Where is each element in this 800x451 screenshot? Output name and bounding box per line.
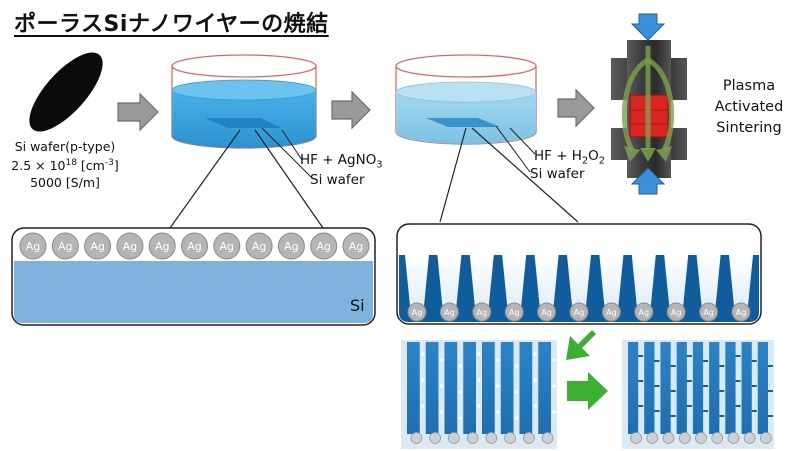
beaker-2-solution-label: HF + H2O2 xyxy=(534,148,605,167)
ag-particle-label: Ag xyxy=(284,240,299,253)
ag-particle-label: Ag xyxy=(123,240,138,253)
si-wafer-disc xyxy=(29,52,103,132)
nanowire xyxy=(407,342,425,444)
beaker-2-wafer xyxy=(426,118,500,127)
beaker-1 xyxy=(171,54,317,149)
process-arrow-3 xyxy=(557,88,595,128)
nanowire xyxy=(425,342,444,444)
nanowire xyxy=(628,342,644,444)
nanowire xyxy=(463,342,481,444)
etch-pore: Ag xyxy=(631,255,656,322)
etch-pore: Ag xyxy=(696,255,721,322)
ag-particle-label: Ag xyxy=(252,240,267,253)
sintering-label: Plasma Activated Sintering xyxy=(714,78,784,136)
ag-particle: Ag xyxy=(342,232,370,260)
beaker-1-wafer xyxy=(205,118,282,128)
etch-pore: Ag xyxy=(469,255,494,322)
ag-particle-label: Ag xyxy=(703,308,714,317)
etch-pore: Ag xyxy=(437,255,462,322)
page-title: ポーラスSiナノワイヤーの焼結 xyxy=(14,12,329,37)
ag-particle: Ag xyxy=(213,232,241,260)
beaker-1-wafer-label: Si wafer xyxy=(310,172,365,188)
ag-particle-label: Ag xyxy=(220,240,235,253)
sintering-apparatus xyxy=(611,13,687,195)
ag-particle: Ag xyxy=(116,232,144,260)
wafer-doping: 2.5 × 1018 [cm-3] xyxy=(11,158,119,174)
etch-pore: Ag xyxy=(405,255,429,322)
etch-pore: Ag xyxy=(599,255,624,322)
process-arrow-1 xyxy=(117,92,159,132)
ag-particle-label: Ag xyxy=(90,240,105,253)
ag-particle-label: Ag xyxy=(187,240,202,253)
ag-particle-label: Ag xyxy=(477,308,488,317)
zoom-box-right: Ag Ag Ag Ag Ag Ag Ag Ag Ag Ag Ag xyxy=(396,223,762,325)
ag-particle-label: Ag xyxy=(639,308,650,317)
ag-particle: Ag xyxy=(245,232,273,260)
ag-particle-label: Ag xyxy=(671,308,682,317)
nanowire xyxy=(644,342,660,444)
si-substrate-label-left: Si xyxy=(350,296,365,315)
ag-particle-label: Ag xyxy=(412,308,423,317)
wafer-spec-label: Si wafer(p-type) 2.5 × 1018 [cm-3] 5000 … xyxy=(6,138,124,191)
nanowire xyxy=(538,342,556,444)
pressure-arrow-bottom xyxy=(630,167,666,195)
nanowire xyxy=(757,342,773,444)
si-substrate-label-right: Si xyxy=(732,258,747,277)
wafer-conductivity: 5000 [S/m] xyxy=(30,175,100,191)
ag-particle-label: Ag xyxy=(26,240,41,253)
beaker-2-wafer-label: Si wafer xyxy=(530,166,585,182)
ag-particle-label: Ag xyxy=(316,240,331,253)
etch-pore: Ag xyxy=(664,255,689,322)
nanowire xyxy=(709,342,725,444)
nanowire xyxy=(519,342,537,444)
green-arrow-right xyxy=(567,372,608,410)
process-arrow-2 xyxy=(331,90,371,130)
ag-particle-label: Ag xyxy=(349,240,364,253)
ag-particle: Ag xyxy=(148,232,176,260)
etch-pore: Ag xyxy=(534,255,559,322)
etch-pore: Ag xyxy=(729,255,753,322)
nanowire xyxy=(482,342,500,444)
nanowire xyxy=(692,342,709,444)
nanowire xyxy=(676,342,692,444)
ag-particle-label: Ag xyxy=(736,308,747,317)
ag-particle: Ag xyxy=(310,232,338,260)
nanowire xyxy=(741,342,757,444)
nanowires-after xyxy=(622,340,774,449)
nanowires-before xyxy=(401,340,557,449)
beaker-1-solution-label: HF + AgNO3 xyxy=(300,152,383,171)
ag-particle-label: Ag xyxy=(606,308,617,317)
nanowire xyxy=(725,342,741,444)
ag-particle-label: Ag xyxy=(574,308,585,317)
nanowire xyxy=(444,342,462,444)
ag-particle: Ag xyxy=(19,232,47,260)
ag-particle: Ag xyxy=(51,232,79,260)
green-arrow-diagonal xyxy=(566,330,596,360)
ag-particle: Ag xyxy=(84,232,112,260)
ag-particle-label: Ag xyxy=(155,240,170,253)
ag-particle: Ag xyxy=(277,232,305,260)
ag-particle: Ag xyxy=(181,232,208,260)
ag-particle-label: Ag xyxy=(444,308,455,317)
pressure-arrow-top xyxy=(630,13,666,41)
etch-pore: Ag xyxy=(567,255,591,322)
nanowire xyxy=(660,342,676,444)
wafer-type: Si wafer(p-type) xyxy=(14,139,116,154)
ag-particle-label: Ag xyxy=(58,240,73,253)
ag-particle-label: Ag xyxy=(509,308,520,317)
etch-pore: Ag xyxy=(502,255,527,322)
zoom-box-left: Ag Ag Ag Ag Ag Ag Ag Ag Ag Ag Ag xyxy=(11,227,376,326)
nanowire xyxy=(500,342,519,444)
beaker-2 xyxy=(395,54,537,145)
ag-particle-label: Ag xyxy=(541,308,552,317)
